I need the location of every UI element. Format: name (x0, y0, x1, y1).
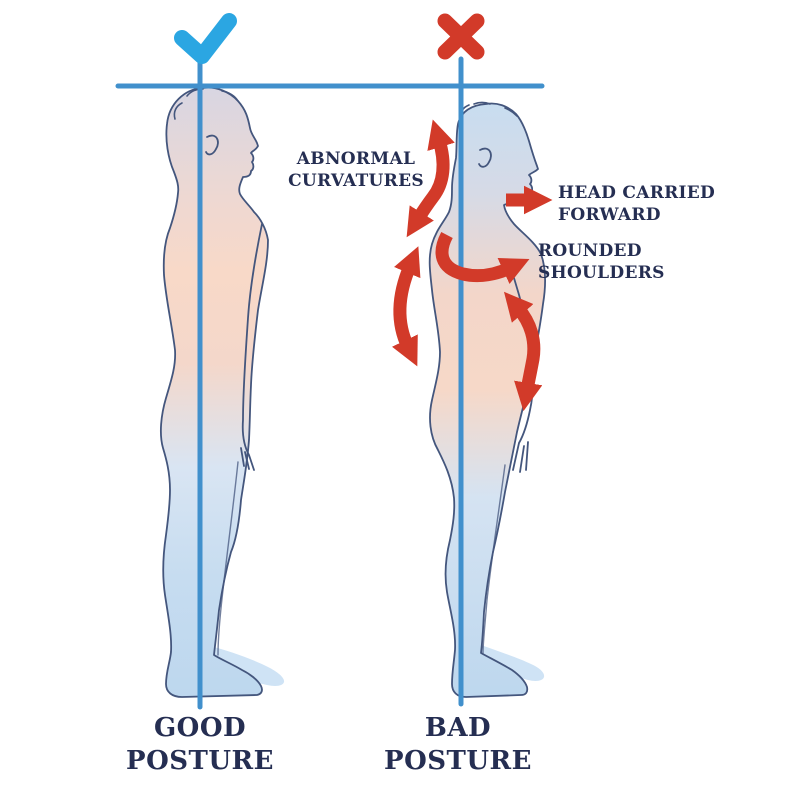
bad-figure (428, 101, 546, 698)
check-icon (174, 13, 237, 64)
bad-leg-line (482, 464, 506, 654)
good-ear-icon (205, 134, 219, 156)
good-figure (159, 86, 285, 698)
lumbar-curve-arrow (392, 246, 421, 367)
bad-far-foot-shape (470, 641, 545, 681)
cross-icon (437, 13, 485, 60)
bad-posture-caption: BAD POSTURE (384, 713, 532, 776)
abnormal-curvatures-label: ABNORMAL CURVATURES (288, 149, 424, 191)
rounded-shoulders-arrow (435, 231, 530, 284)
rounded-shoulders-label: ROUNDED SHOULDERS (538, 241, 665, 283)
bad-body-silhouette (428, 102, 546, 698)
good-far-foot-shape (210, 646, 285, 686)
good-arm-line (240, 223, 263, 471)
cervical-curve-arrow (406, 119, 455, 238)
bad-ear-icon (478, 147, 492, 168)
alignment-lines (115, 56, 545, 710)
good-leg-line (217, 461, 239, 656)
good-body-silhouette (159, 86, 269, 698)
front-curve-arrow (503, 291, 543, 412)
curvature-arrows (392, 119, 553, 412)
good-posture-caption: GOOD POSTURE (126, 713, 274, 776)
head-carried-forward-label: HEAD CARRIED FORWARD (558, 183, 716, 225)
